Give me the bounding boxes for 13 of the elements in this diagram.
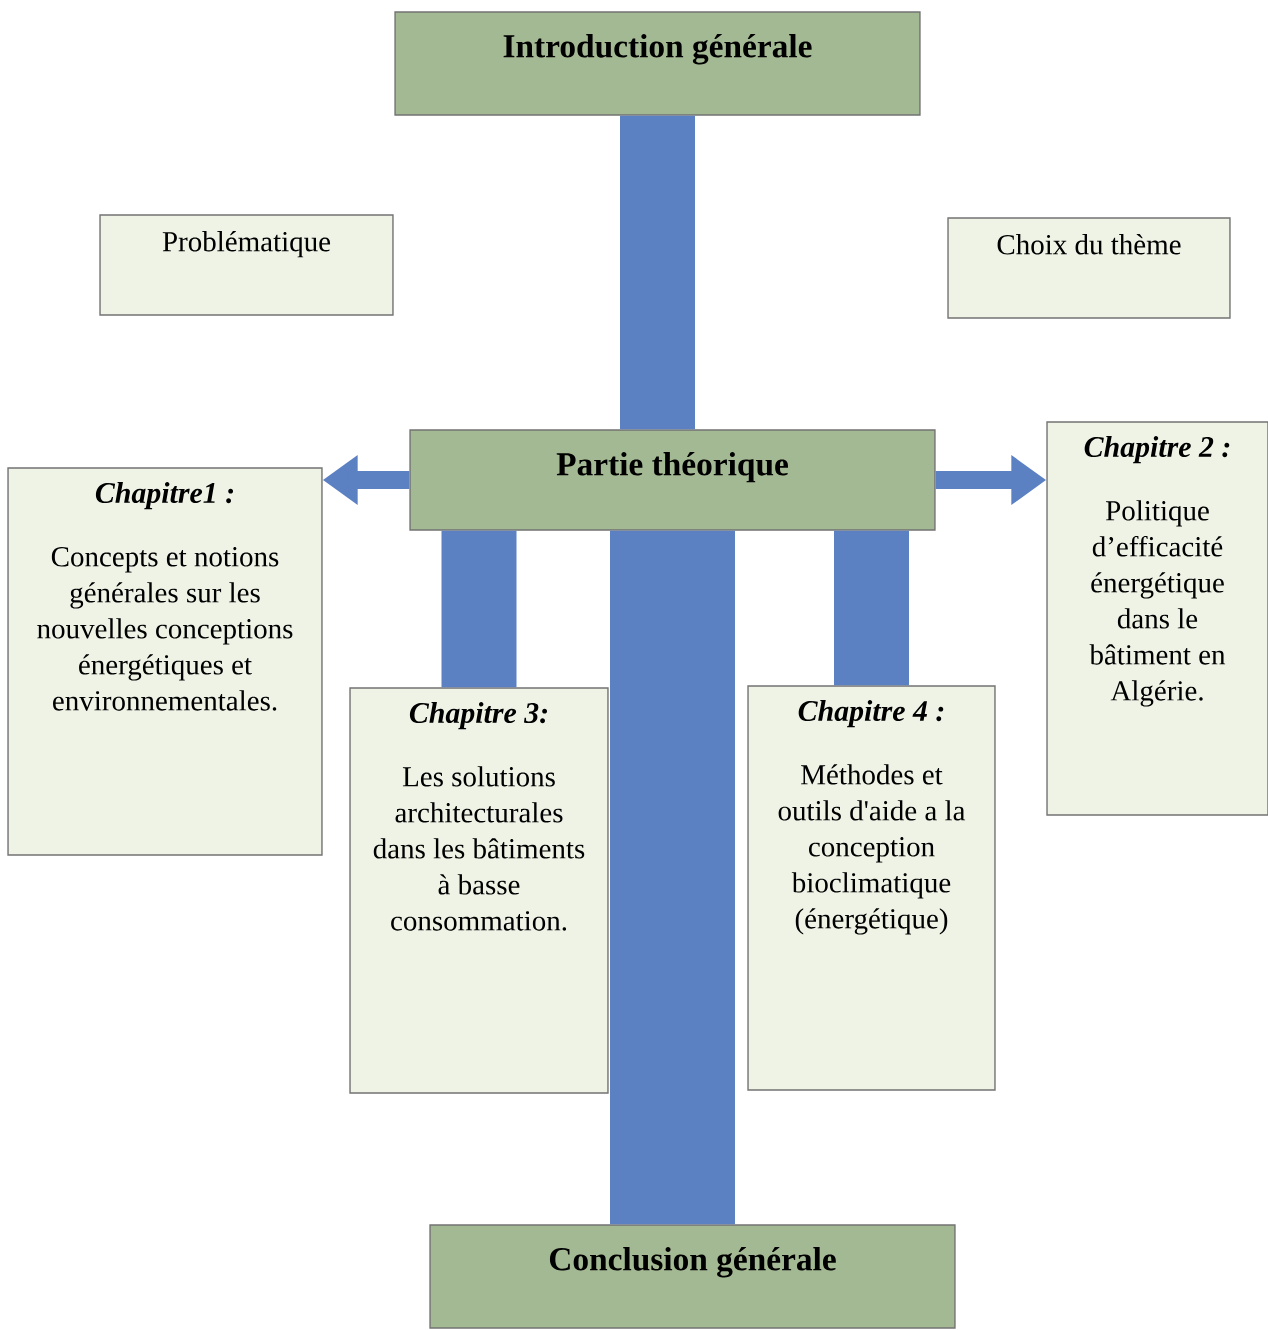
connector-bar: [610, 530, 735, 1225]
connector-bar: [620, 115, 695, 430]
text-box: Chapitre 3: Les solutions architecturales dans les bâtiments à basse consommation.: [349, 687, 609, 1094]
text-box: Problématique: [99, 214, 394, 316]
text-box: Chapitre 2 : Politique d’efficacité énergétique dans le bâtiment en Algérie.: [1046, 421, 1268, 816]
connector-bar: [834, 530, 909, 686]
text-box: Chapitre1 : Concepts et notions générales sur les nouvelles conceptions énergétiques et environnementales.: [7, 467, 323, 856]
connector-bar: [441, 530, 517, 688]
text-box: Chapitre 4 : Méthodes et outils d'aide a la conception bioclimatique (énergétique): [747, 685, 996, 1091]
title-band: Conclusion générale: [429, 1224, 956, 1329]
title-band: Partie théorique: [409, 429, 936, 531]
text-box: Choix du thème: [947, 217, 1231, 319]
title-band: Introduction générale: [394, 11, 921, 116]
